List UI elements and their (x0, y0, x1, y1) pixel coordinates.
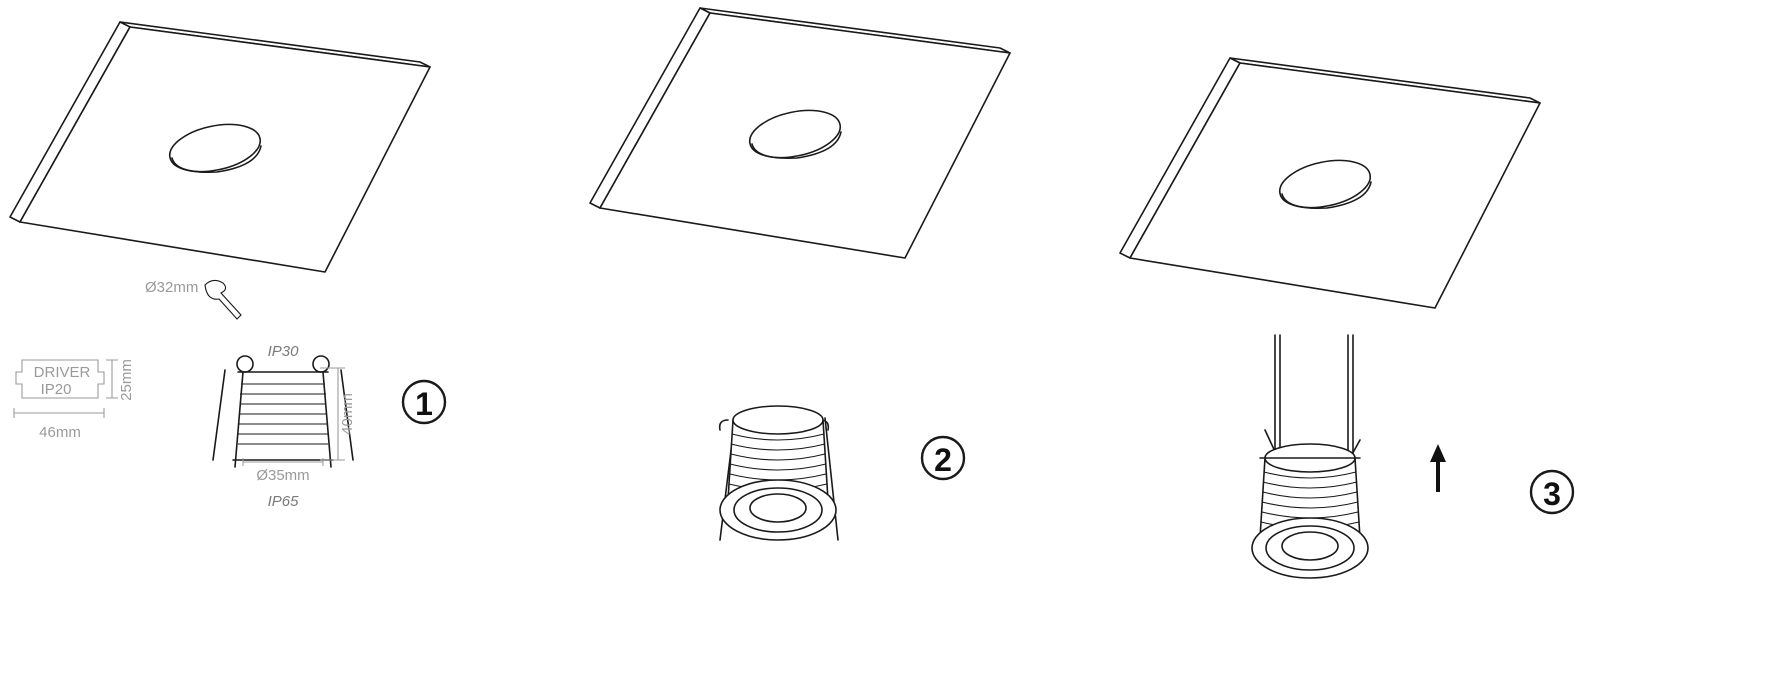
driver-ip-label: IP20 (41, 381, 72, 398)
ceiling-panel-2 (589, 7, 1011, 259)
downlight-step-3 (1251, 334, 1369, 579)
svg-text:3: 3 (1543, 476, 1561, 512)
fixture-dimension-drawing: IP30 40mm Ø35mm IP65 (212, 343, 356, 510)
fixture-diameter-label: Ø35mm (256, 467, 309, 484)
hole-diameter-label: Ø32mm (145, 279, 198, 296)
hole-saw-icon (204, 279, 242, 320)
step-marker-1: 1 (401, 379, 447, 425)
fixture-ip-top-label: IP30 (268, 343, 300, 360)
driver-height-label: 25mm (118, 359, 135, 401)
step-marker-3: 3 (1529, 469, 1575, 515)
arrow-up-icon (1430, 444, 1446, 492)
fixture-ip-bottom-label: IP65 (268, 493, 300, 510)
ceiling-panel-3 (1119, 57, 1541, 309)
driver-name-label: DRIVER (34, 364, 91, 381)
svg-text:1: 1 (415, 386, 433, 422)
ceiling-panel-1 (9, 21, 431, 273)
step-marker-2: 2 (920, 435, 966, 481)
fixture-height-label: 40mm (339, 393, 356, 435)
downlight-step-2 (718, 405, 839, 541)
svg-text:2: 2 (934, 442, 952, 478)
driver-box: DRIVER IP20 25mm 46mm (13, 359, 135, 441)
driver-width-label: 46mm (39, 424, 81, 441)
